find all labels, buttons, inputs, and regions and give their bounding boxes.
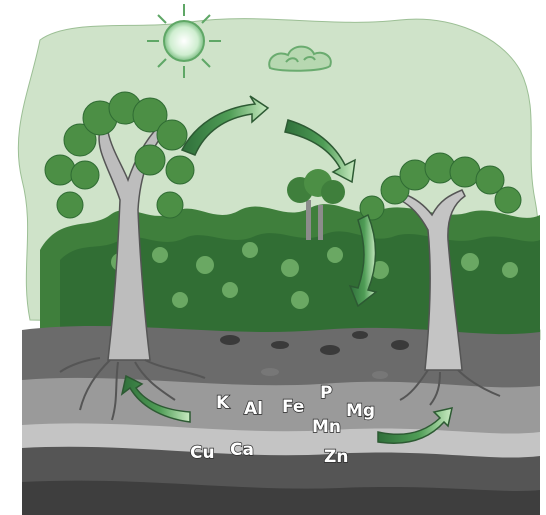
soil-layers: [22, 326, 540, 515]
element-label-ca: Ca: [230, 440, 254, 460]
element-label-fe: Fe: [282, 397, 304, 417]
element-label-al: Al: [244, 399, 263, 419]
element-label-cu: Cu: [190, 443, 215, 463]
element-label-zn: Zn: [324, 447, 348, 467]
sun-icon: [147, 4, 221, 78]
element-label-p: P: [320, 383, 332, 403]
element-label-k: K: [216, 393, 230, 413]
element-label-mn: Mn: [312, 417, 341, 437]
element-label-mg: Mg: [346, 401, 375, 421]
